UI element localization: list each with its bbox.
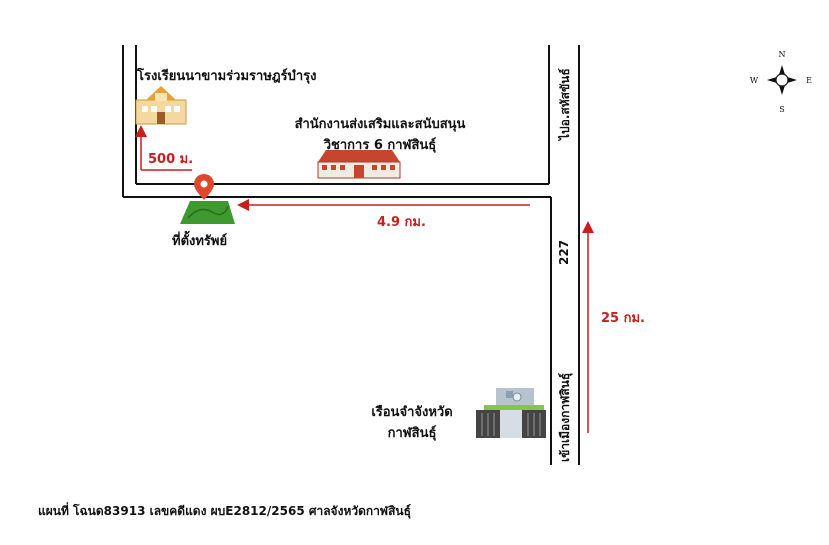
road-label-to-city: เข้าเมืองกาฬสินธุ์ <box>558 372 572 462</box>
junction-distance-label: 4.9 กม. <box>377 215 426 230</box>
school-distance-label: 500 ม. <box>148 152 194 167</box>
route-arrows <box>135 125 594 433</box>
school-building-icon <box>135 86 187 125</box>
compass-w: W <box>750 76 759 85</box>
location-pin-icon <box>194 174 214 200</box>
office-label-line1: สำนักงานส่งเสริมและสนับสนุน <box>294 117 466 132</box>
compass-s: S <box>779 105 784 114</box>
property-label: ที่ตั้งทรัพย์ <box>172 234 228 249</box>
prison-building-icon <box>476 388 546 438</box>
map-caption: แผนที่ โฉนด83913 เลขคดีแดง ผบE2812/2565 … <box>38 504 411 518</box>
compass-n: N <box>779 50 786 59</box>
compass-rose-icon: N S E W <box>750 50 812 114</box>
road-label-to-sahatsakhan: ไปอ.สหัสขันธ์ <box>558 68 572 140</box>
office-label: สำนักงานส่งเสริมและสนับสนุน วิชาการ 6 กา… <box>270 113 490 155</box>
office-label-line2: วิชาการ 6 กาฬสินธุ์ <box>323 138 437 153</box>
school-label: โรงเรียนนาขามร่วมราษฎร์บำรุง <box>137 69 317 84</box>
highway-distance-label: 25 กม. <box>601 311 645 326</box>
office-building-icon <box>317 150 401 179</box>
route-number-label: 227 <box>557 239 571 265</box>
prison-label-line2: กาฬสินธุ์ <box>387 426 437 441</box>
compass-e: E <box>806 76 812 85</box>
prison-label-line1: เรือนจำจังหวัด <box>371 405 453 420</box>
property-land-icon <box>180 201 235 224</box>
prison-label: เรือนจำจังหวัด กาฬสินธุ์ <box>352 401 472 443</box>
